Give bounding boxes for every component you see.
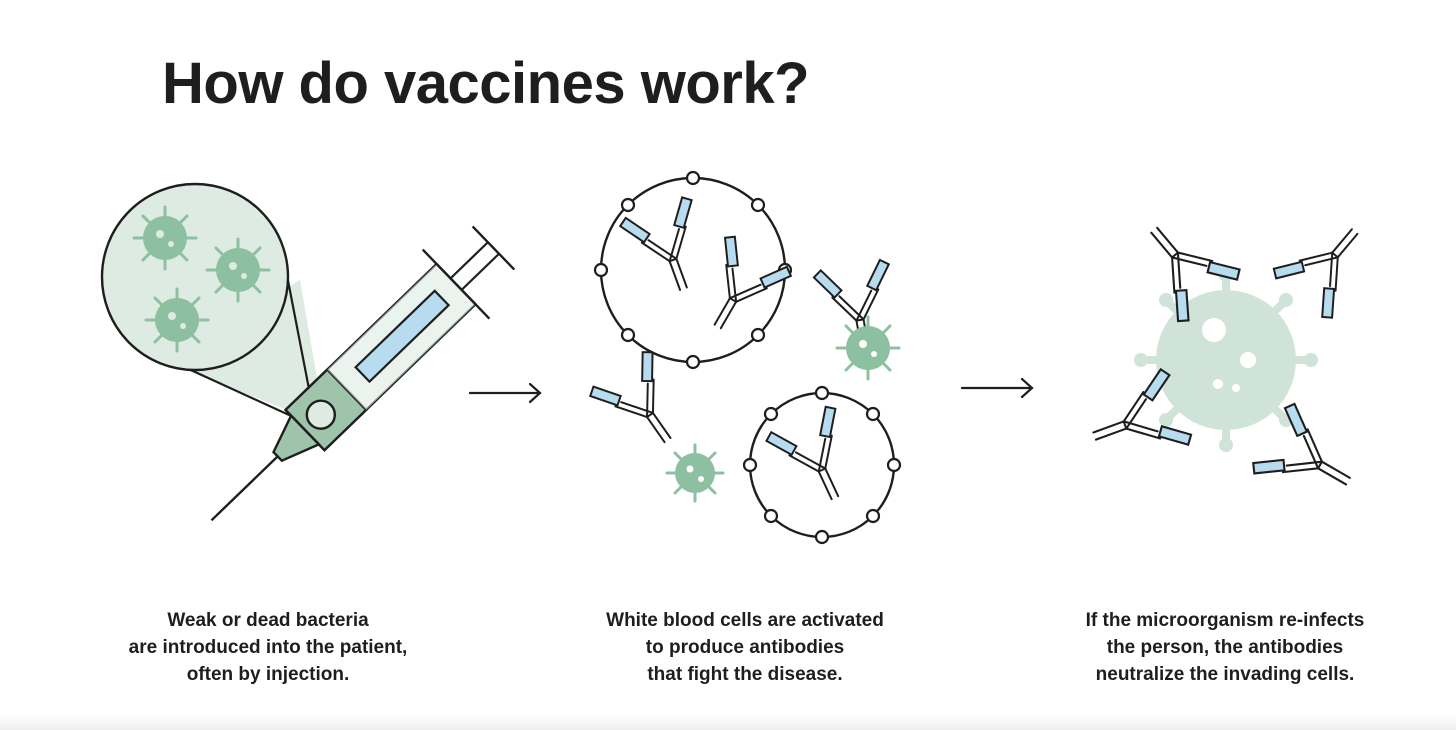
caption-line: neutralize the invading cells.	[1095, 664, 1355, 685]
caption-line: the person, the antibodies	[1106, 637, 1344, 658]
step-1-caption: Weak or dead bacteria are introduced int…	[88, 607, 448, 688]
magnifier-icon	[100, 182, 290, 372]
step-2-caption: White blood cells are activated to produ…	[565, 607, 925, 688]
virus-icon	[132, 205, 271, 353]
virus-icon	[665, 443, 725, 503]
caption-line: White blood cells are activated	[606, 610, 884, 631]
step-1-illustration	[100, 182, 516, 522]
caption-line: that fight the disease.	[647, 664, 843, 685]
caption-line: to produce antibodies	[645, 637, 845, 658]
caption-line: If the microorganism re-infects	[1085, 610, 1365, 631]
step-2-illustration	[585, 170, 904, 545]
caption-line: Weak or dead bacteria	[167, 610, 369, 631]
antibody-icon	[585, 346, 700, 463]
white-blood-cell-icon	[742, 385, 902, 545]
antibody-icon	[1247, 399, 1370, 517]
step-3-caption: If the microorganism re-infects the pers…	[1040, 607, 1410, 688]
virus-icon	[835, 315, 901, 381]
caption-line: often by injection.	[186, 664, 350, 685]
white-blood-cell-icon	[593, 170, 795, 370]
arrow-icon	[468, 382, 542, 404]
syringe-icon	[210, 225, 516, 522]
page-title: How do vaccines work?	[162, 51, 810, 116]
step-3-illustration	[1079, 203, 1385, 517]
caption-line: are introduced into the patient,	[128, 637, 408, 658]
arrow-icon	[960, 377, 1034, 399]
bottom-shadow	[0, 714, 1456, 730]
virus-icon	[1134, 268, 1318, 452]
